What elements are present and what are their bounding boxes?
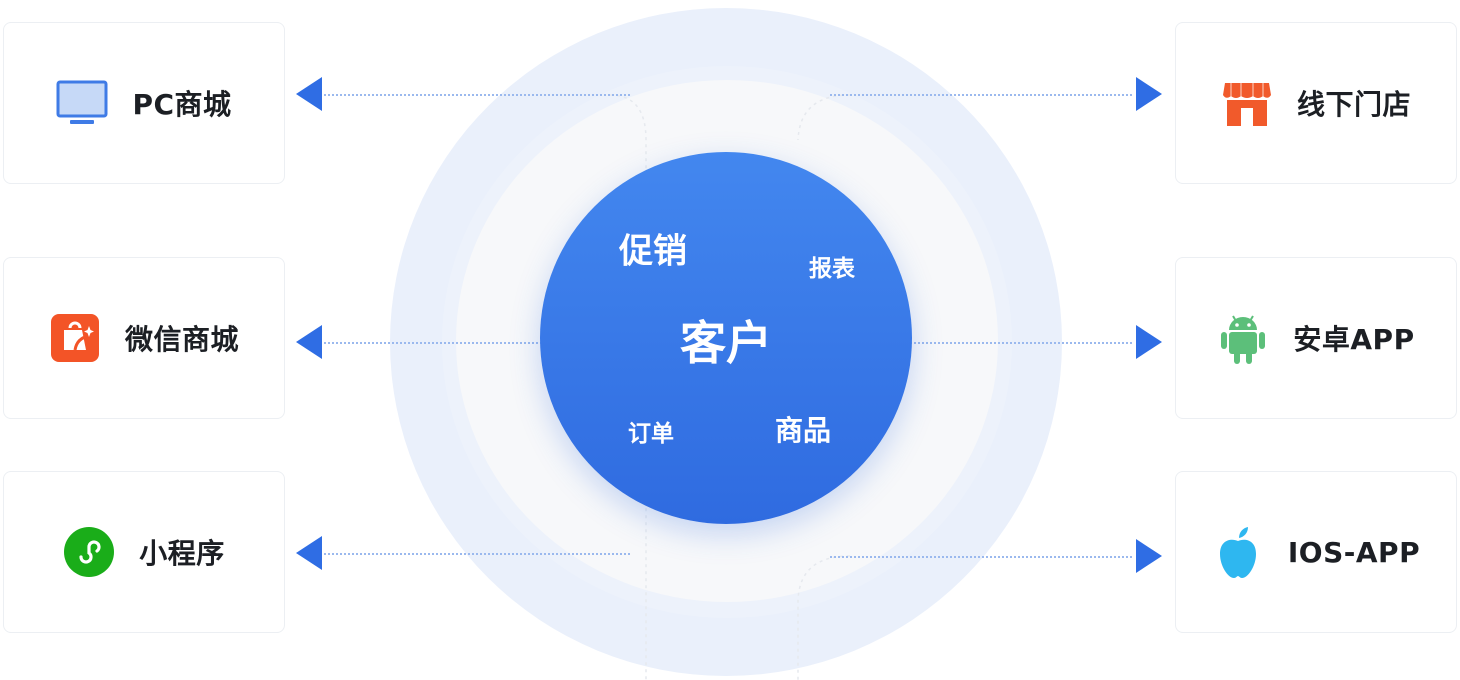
channel-label-store: 线下门店 — [1296, 88, 1411, 121]
store-icon — [1221, 77, 1273, 129]
connector-line-mini — [324, 553, 630, 555]
customer-circle — [540, 152, 912, 524]
channel-card-wechat[interactable]: 微信商城 — [3, 257, 285, 419]
arrow-left-wechat — [296, 325, 322, 359]
channel-card-android[interactable]: 安卓APP — [1175, 257, 1457, 419]
apple-icon — [1212, 526, 1264, 578]
tag-promotion: 促销 — [619, 231, 687, 272]
channel-card-store[interactable]: 线下门店 — [1175, 22, 1457, 184]
monitor-icon — [56, 77, 108, 129]
mini-program-icon — [63, 526, 115, 578]
channel-card-ios[interactable]: IOS-APP — [1175, 471, 1457, 633]
channel-label-android: 安卓APP — [1293, 323, 1415, 356]
android-icon — [1217, 312, 1269, 364]
center-title: 客户 — [680, 316, 772, 370]
connector-line-store — [830, 94, 1132, 96]
connector-line-wechat — [324, 342, 546, 344]
channel-label-ios: IOS-APP — [1287, 535, 1421, 569]
channel-card-pc[interactable]: PC商城 — [3, 22, 285, 184]
tag-product: 商品 — [774, 414, 832, 447]
connector-line-ios — [830, 556, 1132, 558]
channel-card-mini[interactable]: 小程序 — [3, 471, 285, 633]
arrow-left-mini — [296, 536, 322, 570]
tag-report: 报表 — [809, 256, 855, 282]
arrow-right-store — [1136, 77, 1162, 111]
arrow-right-ios — [1136, 539, 1162, 573]
connector-line-android — [906, 342, 1132, 344]
channel-label-pc: PC商城 — [132, 88, 232, 121]
tag-order: 订单 — [628, 421, 674, 447]
channel-label-wechat: 微信商城 — [124, 323, 239, 356]
shopping-bag-icon — [49, 312, 101, 364]
arrow-left-pc — [296, 77, 322, 111]
connector-line-pc — [324, 94, 630, 96]
arrow-right-android — [1136, 325, 1162, 359]
channel-label-mini: 小程序 — [139, 537, 225, 570]
